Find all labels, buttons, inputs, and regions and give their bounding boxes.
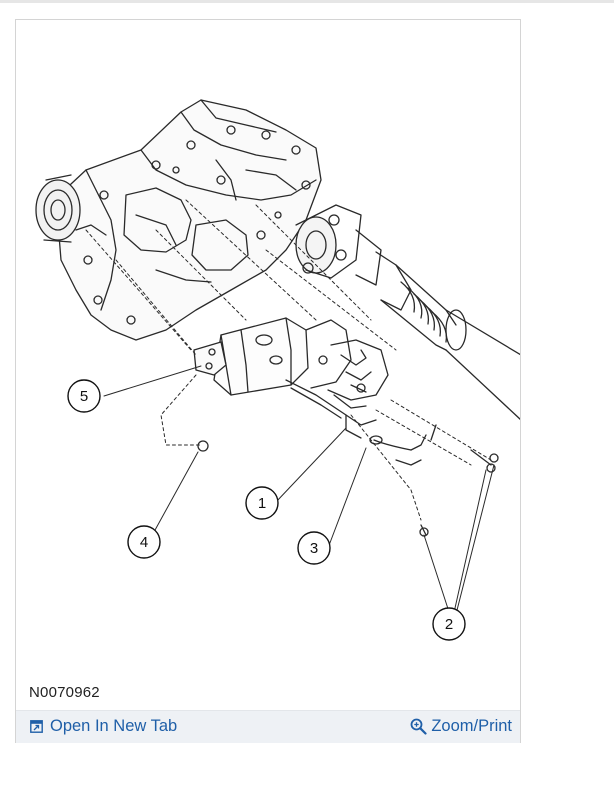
rear-driveshaft — [295, 204, 520, 420]
callout-5: 5 — [67, 379, 101, 413]
callout-2: 2 — [432, 607, 466, 641]
mounting-bracket — [193, 341, 227, 376]
callout-4: 4 — [127, 525, 161, 559]
open-new-tab-icon — [30, 720, 43, 733]
svg-text:3: 3 — [310, 540, 318, 557]
harness-and-bolts — [197, 424, 499, 537]
svg-text:1: 1 — [258, 495, 266, 512]
magnifier-icon — [410, 718, 427, 735]
figure-card: 5 1 3 4 2 N0070962 Open In New Tab — [15, 19, 521, 743]
open-in-new-tab-link[interactable]: Open In New Tab — [30, 717, 177, 736]
front-output-flange — [35, 174, 81, 243]
top-divider — [0, 0, 614, 3]
assembly-leader-lines — [85, 199, 492, 521]
callout-3: 3 — [297, 531, 331, 565]
zoom-print-link[interactable]: Zoom/Print — [410, 717, 512, 736]
svg-text:5: 5 — [80, 388, 88, 405]
figure-action-bar: Open In New Tab Zoom/Print — [16, 710, 520, 743]
callout-1: 1 — [245, 486, 279, 520]
transfer-case-housing — [55, 99, 322, 341]
shift-motor-assembly — [213, 317, 389, 439]
callout-leaders — [103, 365, 495, 619]
transfer-case-diagram: 5 1 3 4 2 — [35, 99, 520, 641]
svg-text:2: 2 — [445, 616, 453, 633]
open-in-new-tab-label: Open In New Tab — [50, 717, 178, 735]
figure-id-label: N0070962 — [29, 684, 100, 701]
zoom-print-label: Zoom/Print — [431, 717, 512, 735]
svg-text:4: 4 — [140, 534, 148, 551]
